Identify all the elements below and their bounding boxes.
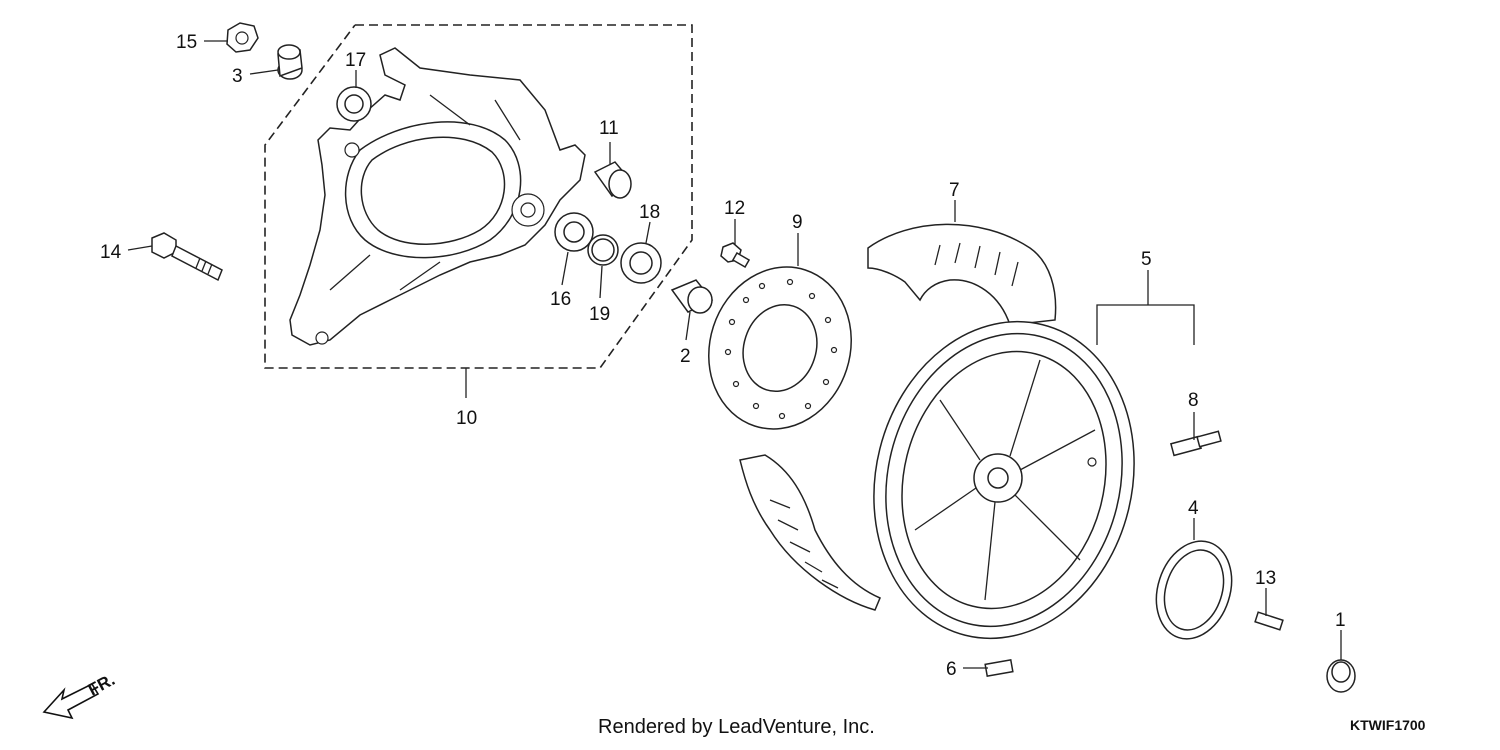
callout-14: 14: [100, 242, 122, 263]
bearing-16[interactable]: [554, 212, 594, 252]
tire-cover-7[interactable]: [867, 223, 1057, 326]
callout-labels: 15 3 17 11 12 18 9 7 14 5 16 19 2 8 10 4…: [100, 32, 1346, 680]
callout-10: 10: [456, 408, 477, 429]
callout-19: 19: [589, 304, 610, 325]
callout-2: 2: [680, 346, 691, 367]
callout-4: 4: [1188, 498, 1199, 519]
pulser-ring-4[interactable]: [1144, 531, 1243, 648]
swingarm-group: [264, 24, 693, 398]
valve-8[interactable]: [1170, 430, 1222, 457]
callout-15: 15: [176, 32, 197, 53]
leader-lines: [127, 40, 1342, 669]
swingarm-bracket[interactable]: [289, 47, 586, 346]
arrow-icon: [42, 682, 100, 720]
diagram-code: KTWIF1700: [1350, 717, 1426, 733]
callout-13: 13: [1255, 568, 1276, 589]
collar-1[interactable]: [1326, 659, 1356, 693]
bearing-17[interactable]: [336, 86, 372, 122]
collar-3[interactable]: [277, 44, 303, 80]
brake-disc-9[interactable]: [688, 248, 872, 447]
callout-17: 17: [345, 50, 366, 71]
rear-wheel-5[interactable]: [841, 294, 1167, 666]
oil-seal-18[interactable]: [620, 242, 662, 284]
callout-7: 7: [949, 180, 960, 201]
callout-18: 18: [639, 202, 660, 223]
tire-cover-lower[interactable]: [739, 454, 881, 611]
front-direction-arrow: FR.: [42, 670, 118, 720]
bolt-14[interactable]: [151, 232, 223, 282]
nut-15[interactable]: [226, 22, 259, 53]
bolt-12[interactable]: [720, 242, 751, 268]
callout-8: 8: [1188, 390, 1199, 411]
callout-6: 6: [946, 659, 957, 680]
collar-11[interactable]: [593, 161, 632, 199]
callout-9: 9: [792, 212, 803, 233]
callout-5: 5: [1141, 249, 1152, 270]
rendered-by-text: Rendered by LeadVenture, Inc.: [598, 716, 875, 738]
callout-11: 11: [599, 118, 619, 139]
circlip-19[interactable]: [587, 234, 619, 266]
collar-2[interactable]: [670, 279, 714, 314]
callout-3: 3: [232, 66, 243, 87]
callout-12: 12: [724, 198, 745, 219]
callout-1: 1: [1335, 610, 1346, 631]
bolt-13[interactable]: [1254, 611, 1284, 631]
weight-6[interactable]: [984, 658, 1014, 678]
callout-16: 16: [550, 289, 571, 310]
